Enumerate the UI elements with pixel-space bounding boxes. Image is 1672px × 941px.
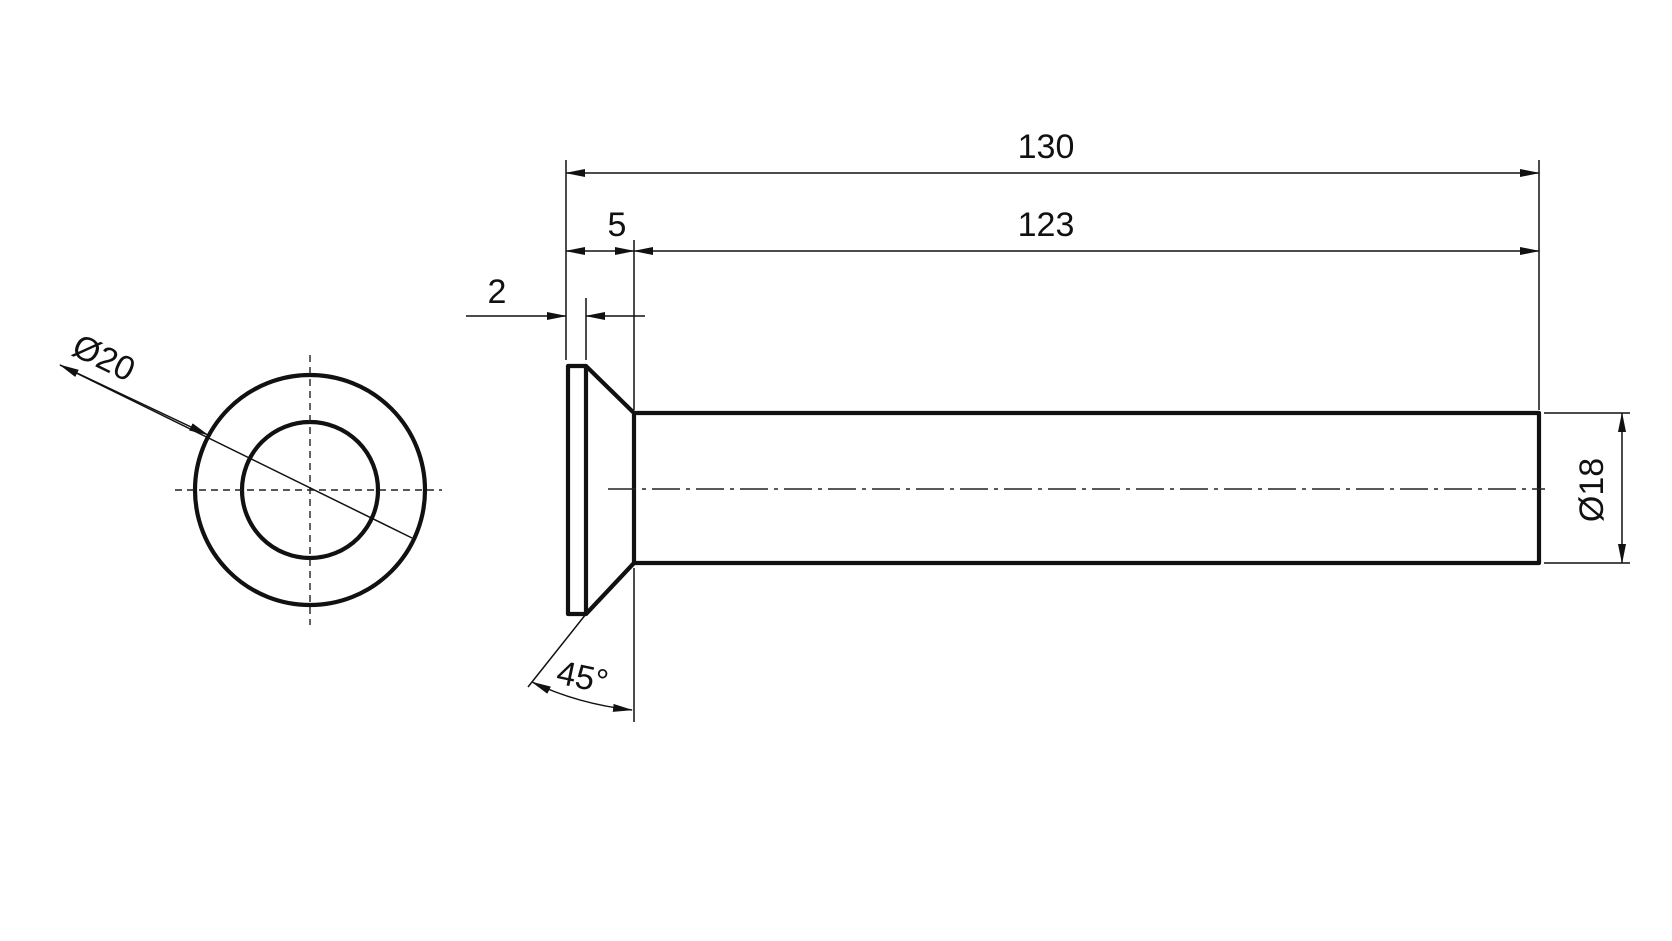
dimension-chamfer-angle: 45° xyxy=(527,613,633,712)
head-collar-outline xyxy=(565,363,589,617)
angle-arc xyxy=(531,681,633,712)
dimension-head-edge: 2 xyxy=(466,273,645,320)
end-view: Ø20 xyxy=(59,327,442,625)
head-diameter-label: Ø20 xyxy=(66,327,140,389)
head-diameter-leader-line xyxy=(59,364,413,539)
dimension-label-2: 2 xyxy=(488,273,507,311)
dimension-total-length: 130 xyxy=(565,128,1540,177)
dimension-label-130: 130 xyxy=(1018,128,1075,166)
end-view-outer-circle xyxy=(192,372,428,608)
head-diameter-leader-arrow-in xyxy=(59,364,209,436)
dimension-label-123: 123 xyxy=(1018,206,1075,244)
dimension-shank-diameter: Ø18 xyxy=(1573,412,1626,564)
side-view xyxy=(565,363,1545,617)
countersink-cone-outline xyxy=(584,364,637,616)
dimension-head-length: 5 xyxy=(565,206,635,255)
dimension-label-18: Ø18 xyxy=(1573,458,1611,522)
dimension-shank-length: 123 xyxy=(633,206,1540,255)
shank-outline xyxy=(634,410,1542,566)
angle-extension-line xyxy=(527,613,587,688)
extension-lines xyxy=(565,160,1630,722)
dimension-label-5: 5 xyxy=(608,206,627,244)
